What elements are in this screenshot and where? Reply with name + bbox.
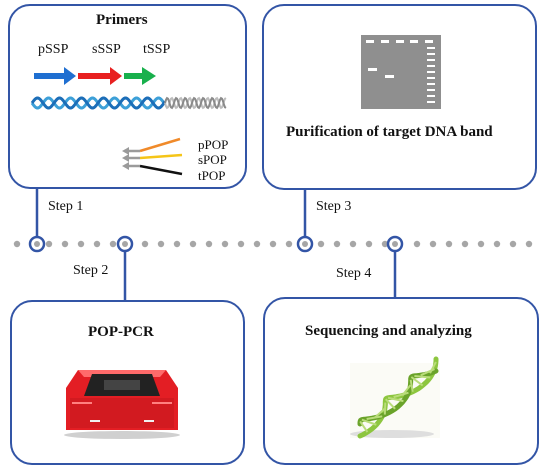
timeline-dot xyxy=(445,240,453,248)
tssp-label: tSSP xyxy=(143,42,171,57)
timeline-dot xyxy=(13,240,21,248)
step-nodes xyxy=(28,235,404,253)
timeline-dot xyxy=(525,240,533,248)
timeline-dot xyxy=(333,240,341,248)
timeline-dot xyxy=(237,240,245,248)
timeline-dot xyxy=(285,240,293,248)
timeline-dot xyxy=(189,240,197,248)
timeline-dot xyxy=(221,240,229,248)
timeline-dot xyxy=(109,240,117,248)
tpop-label: tPOP xyxy=(198,168,226,183)
timeline-dot xyxy=(93,240,101,248)
timeline-dot xyxy=(509,240,517,248)
step4-label: Step 4 xyxy=(336,266,372,281)
timeline-dot xyxy=(493,240,501,248)
spop-label: sPOP xyxy=(198,152,227,167)
timeline-dot xyxy=(61,240,69,248)
timeline-dot xyxy=(77,240,85,248)
step3-label: Step 3 xyxy=(316,199,352,214)
sequencing-title: Sequencing and analyzing xyxy=(305,323,472,339)
pssp-label: pSSP xyxy=(38,42,69,57)
primers-title: Primers xyxy=(96,12,148,28)
timeline-dot xyxy=(461,240,469,248)
pop-pcr-box: POP-PCR xyxy=(10,300,245,465)
timeline-dot xyxy=(253,240,261,248)
ppop-label: pPOP xyxy=(198,137,229,152)
pop-pcr-title: POP-PCR xyxy=(88,324,154,340)
timeline-dot xyxy=(381,240,389,248)
timeline-dot xyxy=(365,240,373,248)
timeline-dot xyxy=(157,240,165,248)
timeline-dot xyxy=(45,240,53,248)
purification-title: Purification of target DNA band xyxy=(286,124,493,140)
timeline-dot xyxy=(317,240,325,248)
purification-box: Purification of target DNA band xyxy=(262,4,537,190)
step1-label: Step 1 xyxy=(48,199,84,214)
step2-label: Step 2 xyxy=(73,263,109,278)
timeline-dots xyxy=(13,240,533,248)
primers-box: Primers pSSP sSSP tSSP pPOP sPOP tPOP xyxy=(8,4,247,189)
sssp-label: sSSP xyxy=(92,42,121,57)
timeline-dot xyxy=(141,240,149,248)
timeline-dot xyxy=(429,240,437,248)
timeline-dot xyxy=(477,240,485,248)
timeline-dot xyxy=(349,240,357,248)
timeline-dot xyxy=(269,240,277,248)
sequencing-box: Sequencing and analyzing xyxy=(263,297,539,465)
timeline-dot xyxy=(413,240,421,248)
timeline-dot xyxy=(205,240,213,248)
timeline-dot xyxy=(173,240,181,248)
